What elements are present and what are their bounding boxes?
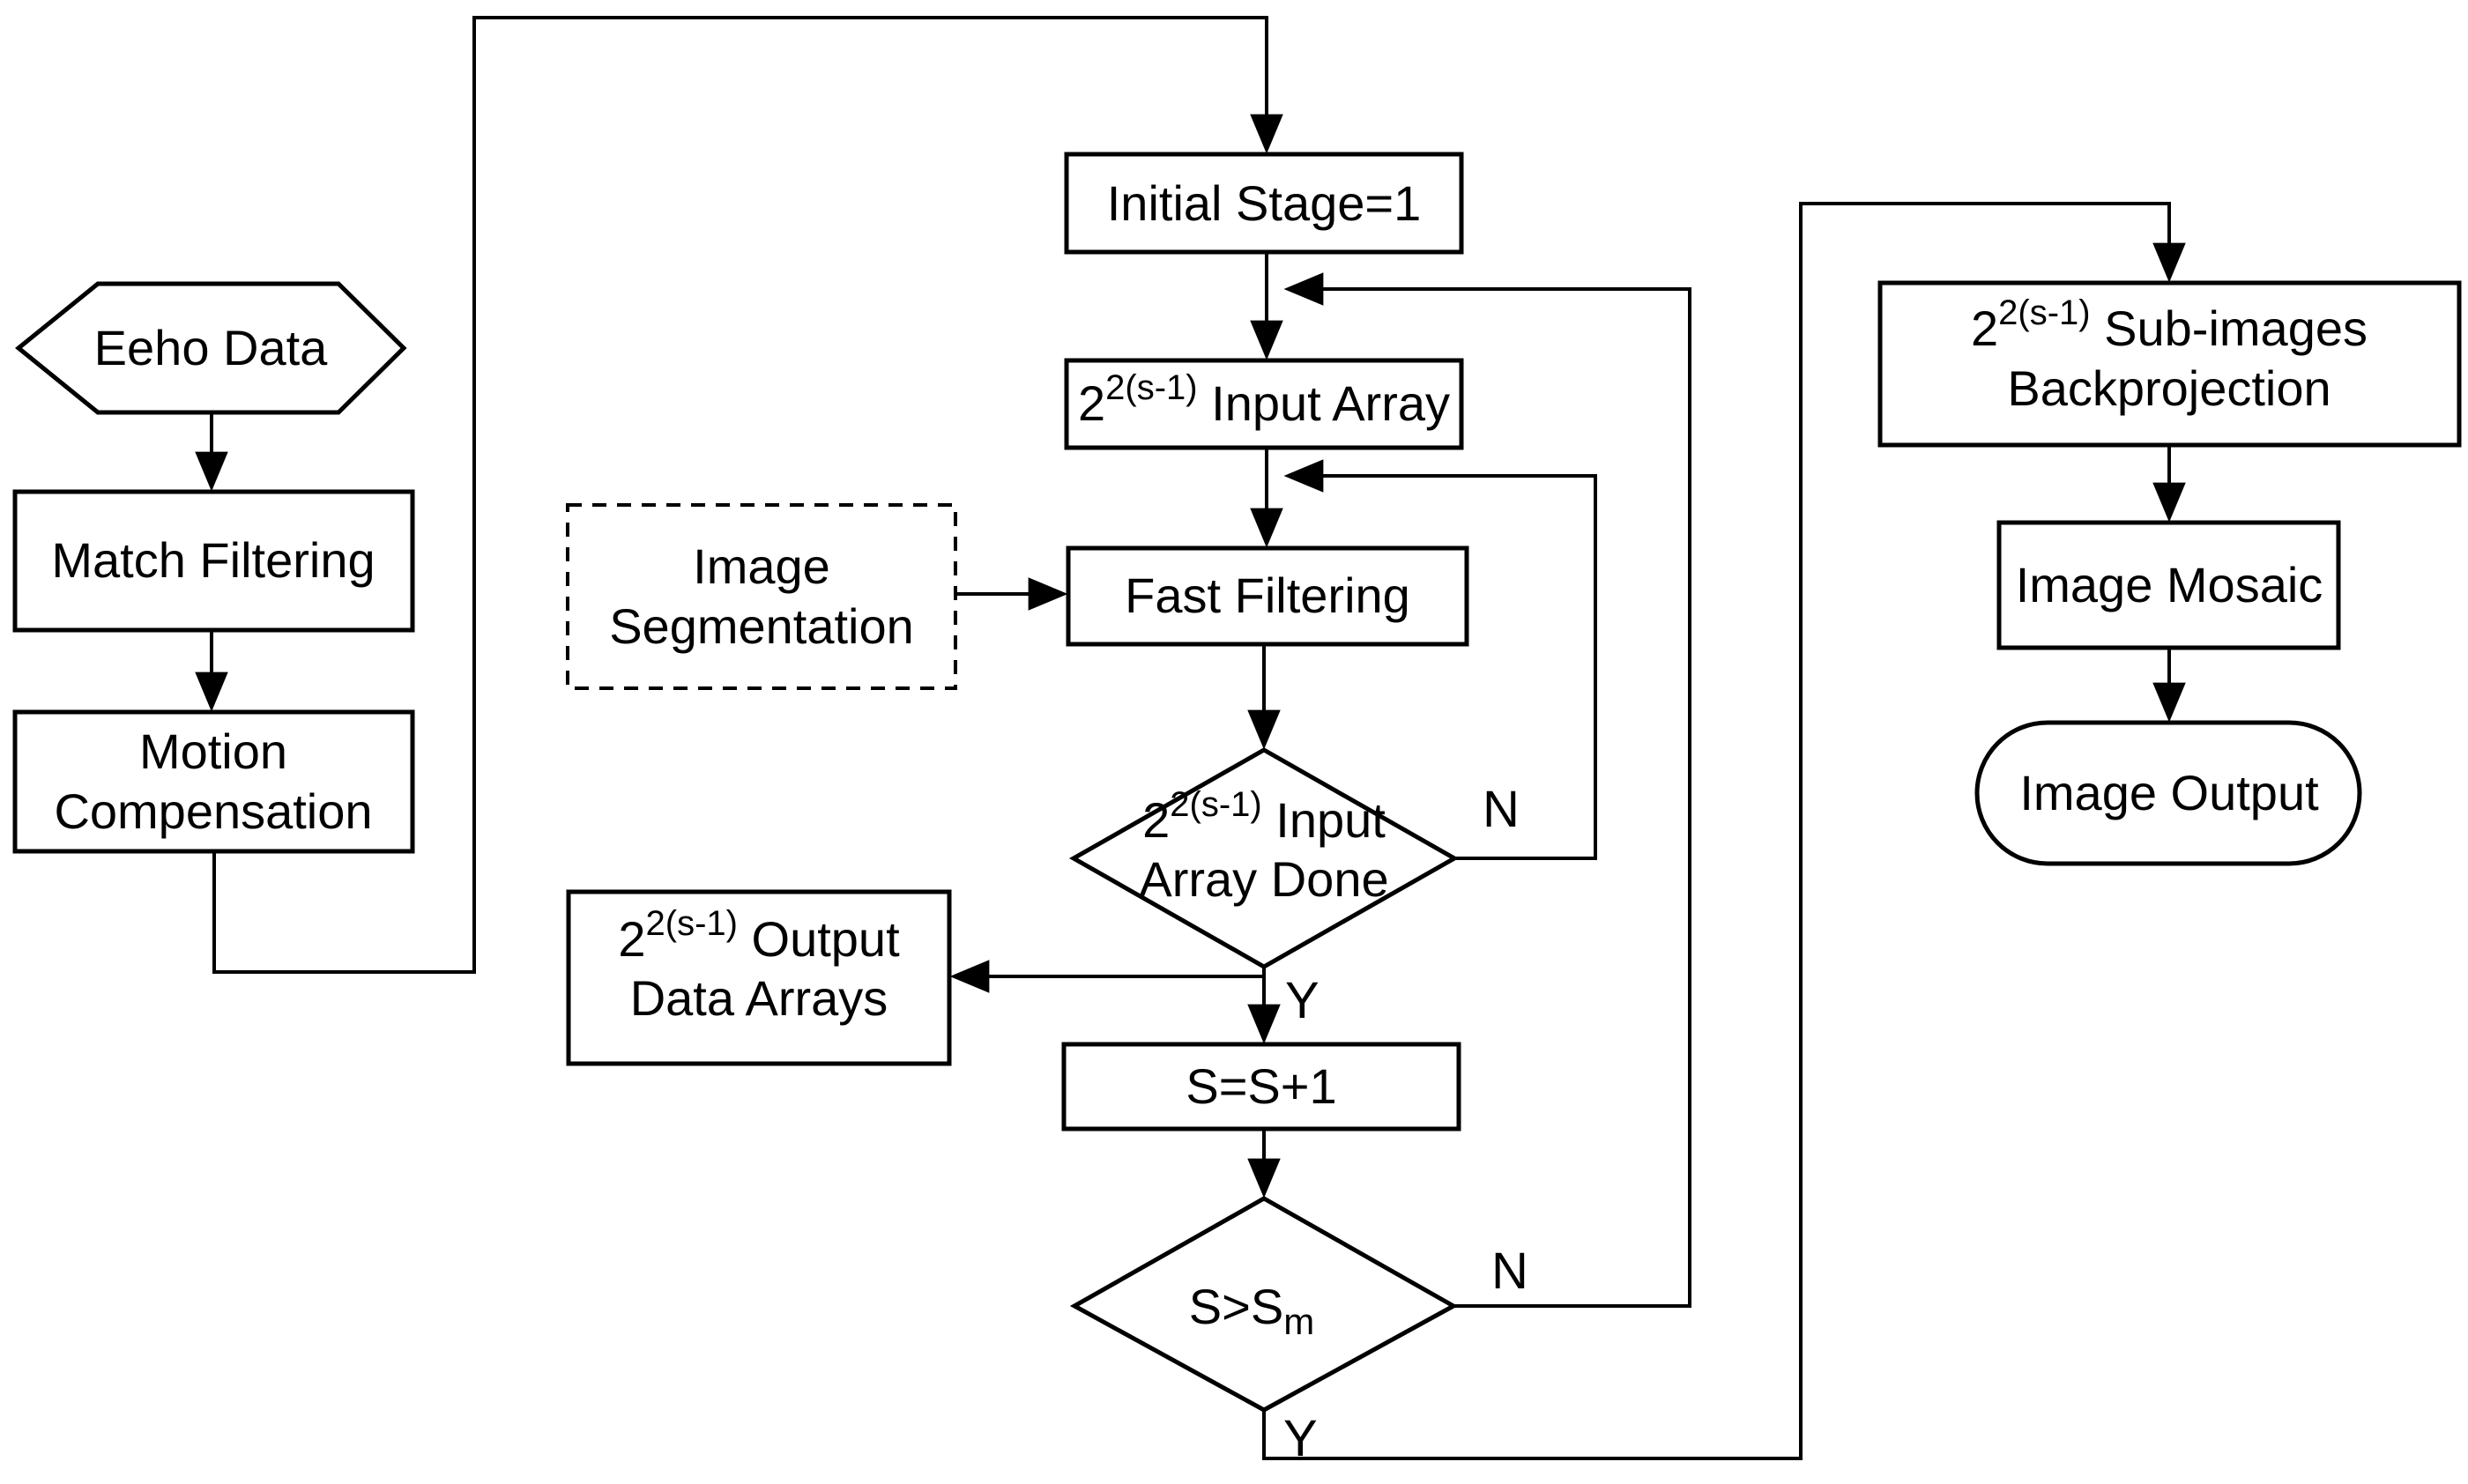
process-box-fast-filtering: [1066, 545, 1469, 647]
process-box-image-mosaic: [1996, 520, 2341, 650]
hexagon-echo-data: [15, 281, 407, 415]
stage-check-base: S>S: [1189, 1279, 1283, 1334]
arrow-stage-yes-to-backprojection: [1262, 202, 2186, 1460]
process-box-initial-stage: [1064, 152, 1464, 255]
image-output-label: Image Output: [2019, 765, 2319, 820]
branch-label-stage-yes: Y: [1283, 1410, 1318, 1467]
process-box-input-array: [1064, 358, 1464, 450]
input-array-label: 22(s-1) Input Array: [1078, 368, 1450, 431]
arrow-done-no-loopback: [1283, 459, 1597, 860]
image-output-text: Image Output: [2019, 765, 2319, 820]
done-yes-text: Y: [1285, 972, 1319, 1029]
process-box-subimages-backprojection: [1877, 280, 2462, 448]
branch-label-done-no: N: [1483, 781, 1520, 838]
fast-filtering-text: Fast Filtering: [1125, 568, 1410, 623]
stage-increment-text: S=S+1: [1186, 1058, 1336, 1114]
stage-check-subscript: m: [1283, 1301, 1314, 1342]
compensation-text: Compensation: [54, 783, 372, 839]
input-array-done-label-line1: 22(s-1) Input: [1142, 785, 1386, 848]
output-data-arrays-label-line1: 22(s-1) Output: [618, 904, 900, 967]
image-segmentation-label-line2: Segmentation: [609, 598, 914, 654]
backprojection-text2: Backprojection: [2007, 360, 2330, 416]
done-no-text: N: [1483, 781, 1520, 838]
backprojection-exponent: 2(s-1): [1998, 293, 2090, 332]
process-box-output-data-arrays: [566, 889, 952, 1066]
echo-data-text: Eeho Data: [94, 320, 328, 375]
branch-label-stage-no: N: [1491, 1243, 1528, 1300]
match-filtering-text: Match Filtering: [51, 532, 375, 588]
backprojection-rest: Sub-images: [2091, 301, 2368, 356]
process-box-stage-increment: [1061, 1042, 1461, 1132]
decision-diamond-stage-check: [1069, 1196, 1459, 1413]
backprojection-label-line2: Backprojection: [2007, 360, 2330, 416]
motion-compensation-label-line2: Compensation: [54, 783, 372, 839]
image-segmentation-text2: Segmentation: [609, 598, 914, 654]
input-array-rest: Input Array: [1198, 375, 1450, 431]
input-array-exponent: 2(s-1): [1105, 368, 1197, 407]
arrow-stage-no-loopback: [1283, 272, 1691, 1308]
backprojection-base: 2: [1971, 301, 1998, 356]
motion-text: Motion: [139, 723, 287, 779]
match-filtering-label: Match Filtering: [51, 532, 375, 588]
output-data-arrays-rest: Output: [738, 911, 900, 967]
output-data-arrays-text2: Data Arrays: [630, 970, 888, 1026]
input-array-done-label-line2: Array Done: [1139, 851, 1388, 907]
terminator-image-output: [1974, 720, 2362, 866]
stage-yes-text: Y: [1283, 1410, 1318, 1467]
decision-diamond-input-array-done: [1068, 747, 1460, 969]
image-mosaic-label: Image Mosaic: [2016, 557, 2323, 612]
initial-stage-text: Initial Stage=1: [1107, 175, 1421, 231]
image-segmentation-label-line1: Image: [693, 538, 830, 594]
stage-increment-label: S=S+1: [1186, 1058, 1336, 1114]
backprojection-label-line1: 22(s-1) Sub-images: [1971, 293, 2368, 356]
process-box-match-filtering: [12, 489, 415, 633]
dashed-box-image-segmentation: [566, 503, 957, 690]
stage-no-text: N: [1491, 1243, 1528, 1300]
image-mosaic-text: Image Mosaic: [2016, 557, 2323, 612]
input-array-done-text2: Array Done: [1139, 851, 1388, 907]
input-array-base: 2: [1078, 375, 1105, 431]
output-data-arrays-exponent: 2(s-1): [646, 904, 738, 943]
initial-stage-label: Initial Stage=1: [1107, 175, 1421, 231]
output-data-arrays-label-line2: Data Arrays: [630, 970, 888, 1026]
output-data-arrays-base: 2: [618, 911, 645, 967]
stage-check-label: S>Sm: [1189, 1279, 1314, 1342]
process-box-motion-compensation: [12, 709, 415, 854]
motion-compensation-label-line1: Motion: [139, 723, 287, 779]
input-array-done-base: 2: [1142, 792, 1170, 848]
fast-filtering-label: Fast Filtering: [1125, 568, 1410, 623]
echo-data-label: Eeho Data: [94, 320, 328, 375]
branch-label-done-yes: Y: [1285, 972, 1319, 1029]
arrow-motion-to-initial-stage: [212, 16, 1283, 974]
input-array-done-exponent: 2(s-1): [1170, 785, 1261, 824]
image-segmentation-text1: Image: [693, 538, 830, 594]
input-array-done-rest: Input: [1262, 792, 1386, 848]
